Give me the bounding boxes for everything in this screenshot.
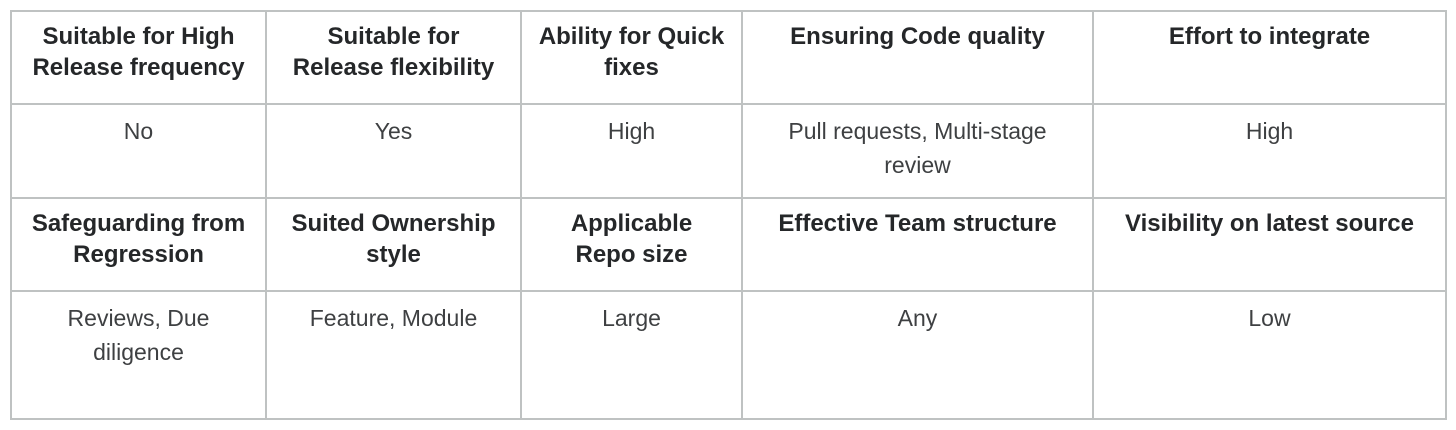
table-row-values-2: Reviews, Due diligence Feature, Module L… [10, 290, 1447, 420]
table-row-header-2: Safeguarding from Regression Suited Owne… [10, 197, 1447, 292]
header-cell-ownership-style: Suited Ownership style [265, 197, 522, 292]
header-cell-code-quality: Ensuring Code quality [741, 10, 1094, 105]
value-cell-code-quality: Pull requests, Multi-stage review [741, 103, 1094, 199]
value-cell-effort-to-integrate: High [1092, 103, 1447, 199]
value-cell-regression: Reviews, Due diligence [10, 290, 267, 420]
header-cell-release-frequency: Suitable for High Release frequency [10, 10, 267, 105]
comparison-table: Suitable for High Release frequency Suit… [10, 10, 1447, 420]
value-cell-ownership-style: Feature, Module [265, 290, 522, 420]
value-cell-release-frequency: No [10, 103, 267, 199]
table-row-values-1: No Yes High Pull requests, Multi-stage r… [10, 103, 1447, 199]
value-cell-latest-source-visibility: Low [1092, 290, 1447, 420]
value-cell-team-structure: Any [741, 290, 1094, 420]
table-row-header-1: Suitable for High Release frequency Suit… [10, 10, 1447, 105]
header-cell-effort-to-integrate: Effort to integrate [1092, 10, 1447, 105]
header-cell-repo-size: Applicable Repo size [520, 197, 743, 292]
header-cell-quick-fixes: Ability for Quick fixes [520, 10, 743, 105]
value-cell-quick-fixes: High [520, 103, 743, 199]
header-cell-regression: Safeguarding from Regression [10, 197, 267, 292]
header-cell-release-flexibility: Suitable for Release flexibility [265, 10, 522, 105]
header-cell-latest-source-visibility: Visibility on latest source [1092, 197, 1447, 292]
header-cell-team-structure: Effective Team structure [741, 197, 1094, 292]
value-cell-repo-size: Large [520, 290, 743, 420]
value-cell-release-flexibility: Yes [265, 103, 522, 199]
